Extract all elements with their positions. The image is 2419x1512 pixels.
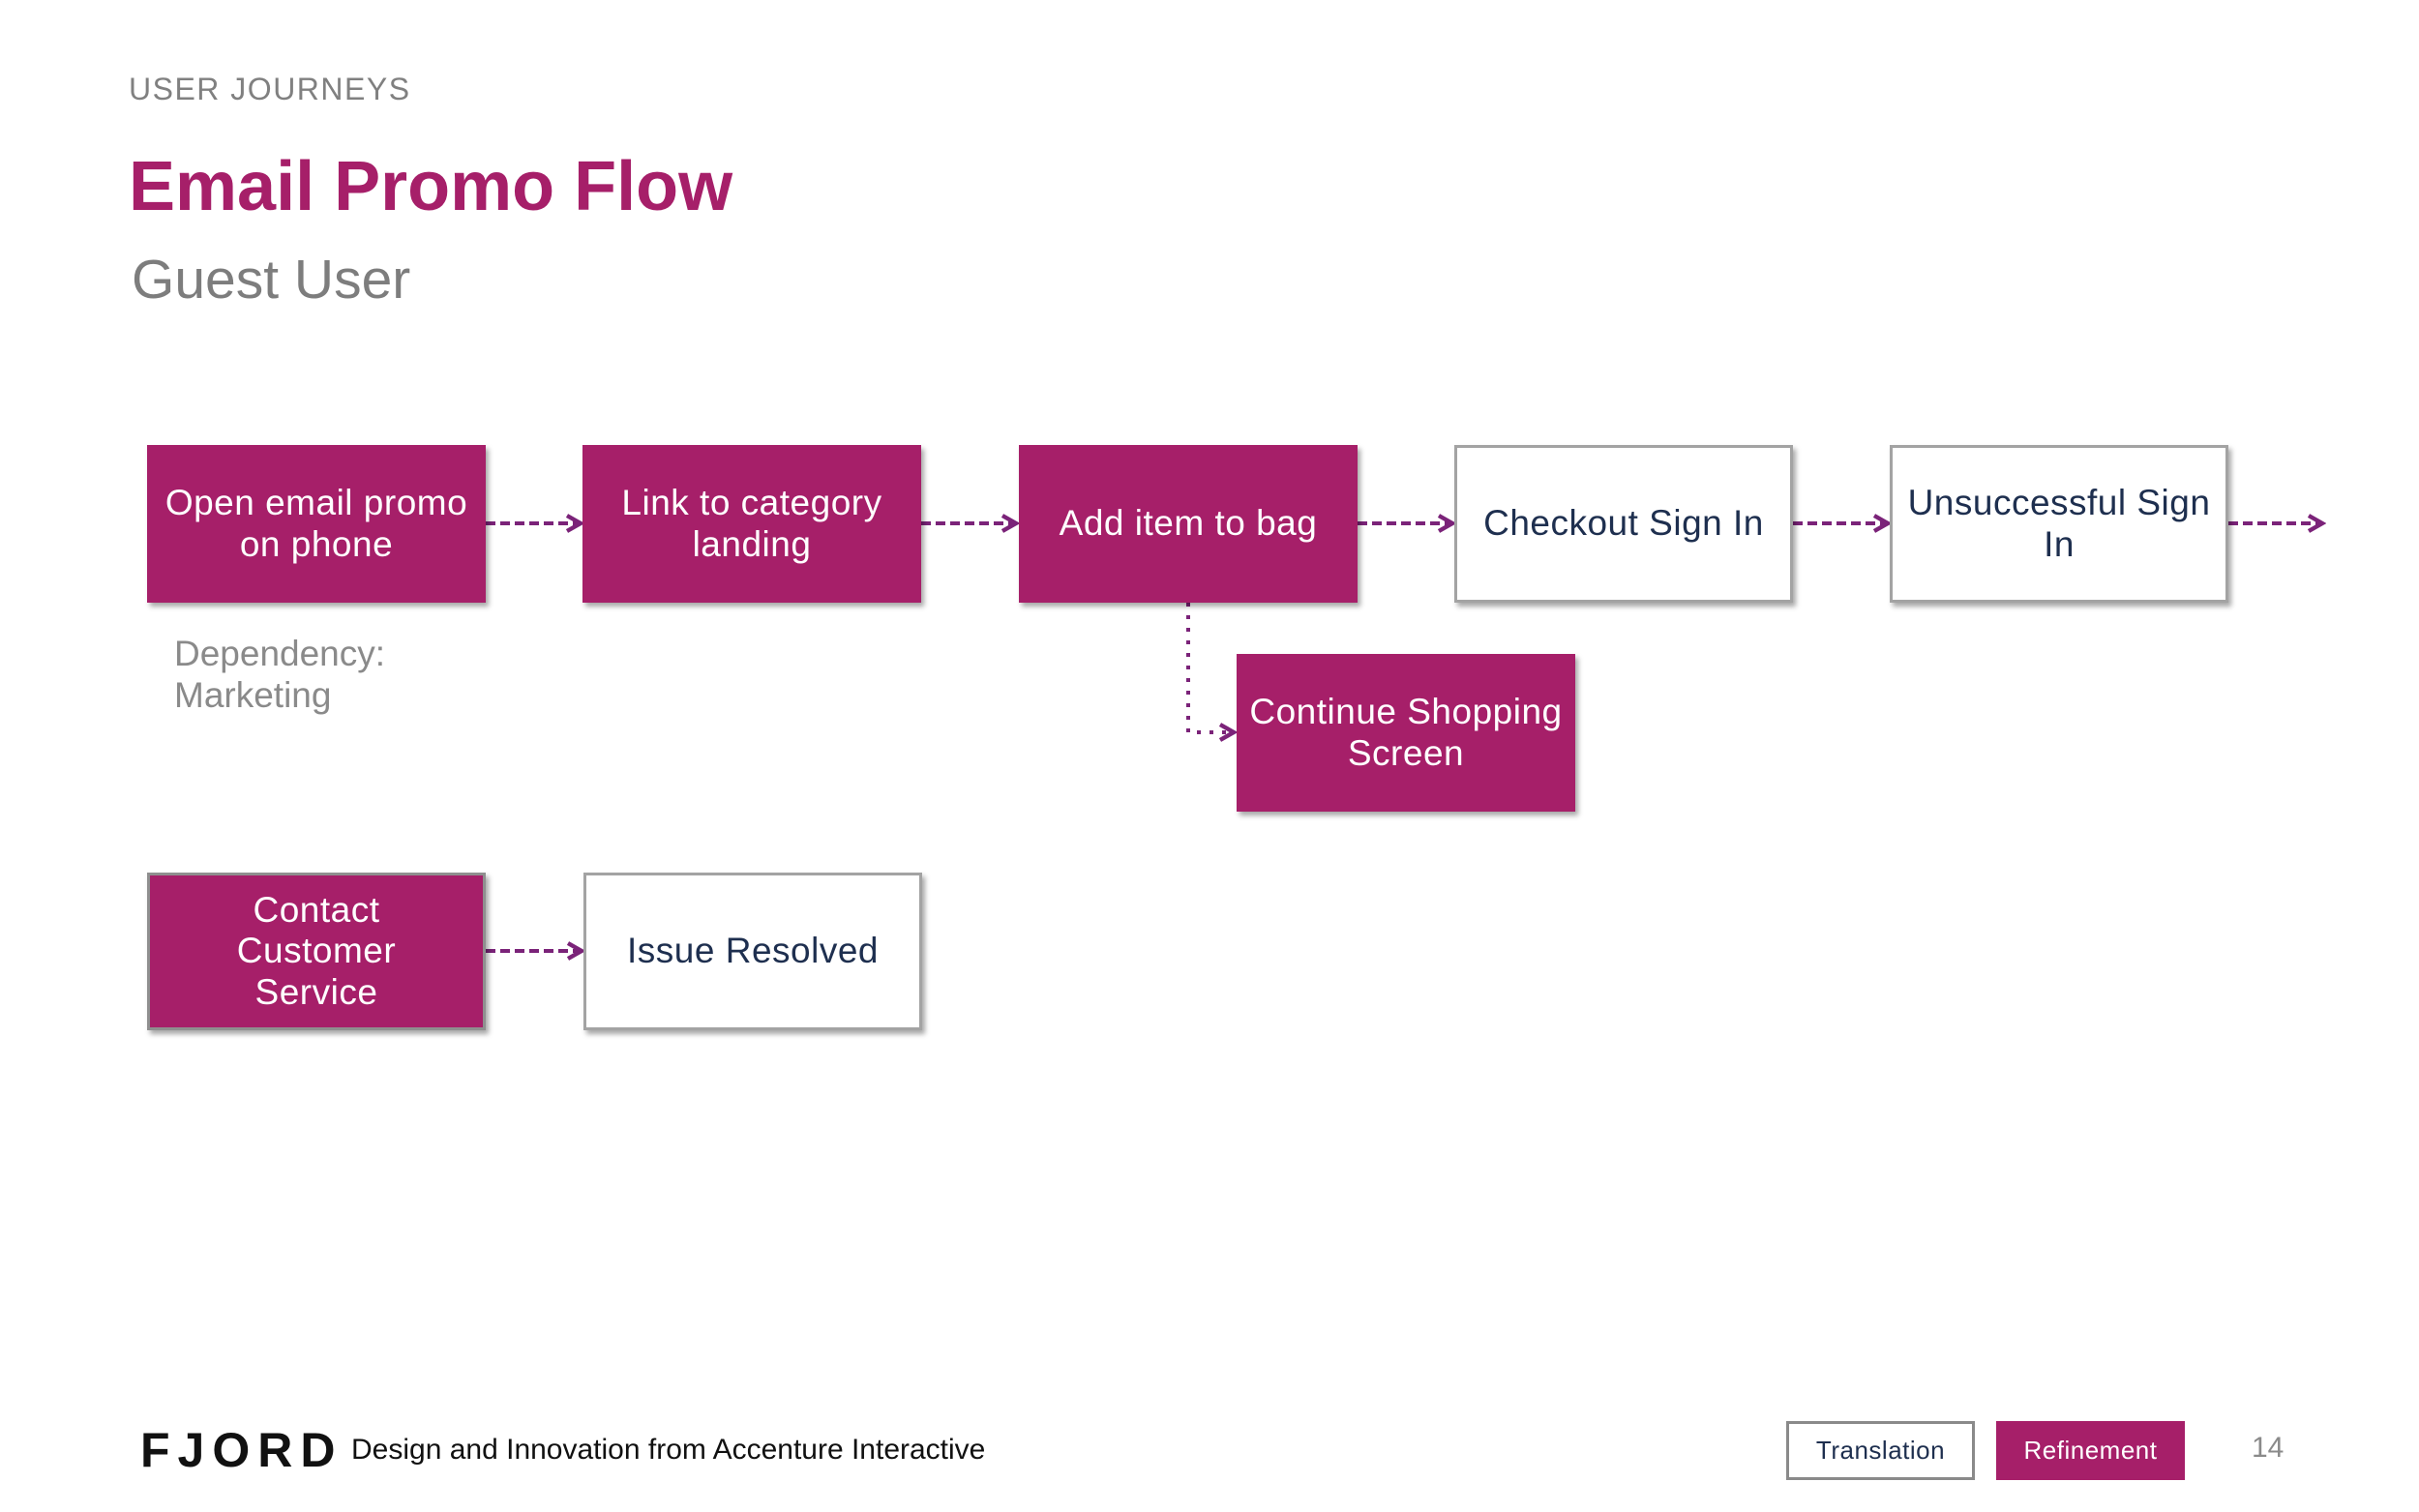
- dependency-note: Dependency: Marketing: [174, 634, 386, 715]
- fjord-logo: FJORD: [140, 1423, 343, 1477]
- node-label: Checkout Sign In: [1483, 503, 1764, 544]
- node-label: Add item to bag: [1059, 503, 1318, 544]
- page-number: 14: [2252, 1432, 2285, 1464]
- page-title: Email Promo Flow: [129, 148, 733, 225]
- node-continue-shopping: Continue Shopping Screen: [1237, 654, 1575, 812]
- node-label: Issue Resolved: [627, 931, 879, 971]
- footer-tagline: Design and Innovation from Accenture Int…: [351, 1434, 986, 1466]
- node-label: Unsuccessful Sign In: [1907, 482, 2211, 564]
- page-subtitle: Guest User: [132, 249, 411, 311]
- node-checkout-sign-in: Checkout Sign In: [1454, 445, 1793, 603]
- connector-add-to-continue: [1186, 603, 1234, 732]
- node-label: Continue Shopping Screen: [1249, 691, 1563, 773]
- node-label: Link to category landing: [621, 482, 882, 564]
- node-unsuccessful-sign-in: Unsuccessful Sign In: [1890, 445, 2228, 603]
- section-eyebrow: USER JOURNEYS: [129, 72, 411, 106]
- tag-translation: Translation: [1786, 1421, 1975, 1480]
- node-add-item: Add item to bag: [1019, 445, 1358, 603]
- node-label: Open email promo on phone: [164, 482, 468, 564]
- tag-refinement: Refinement: [1996, 1421, 2185, 1480]
- node-issue-resolved: Issue Resolved: [583, 873, 922, 1030]
- node-link-category: Link to category landing: [582, 445, 921, 603]
- node-contact-customer-service: Contact Customer Service: [147, 873, 486, 1030]
- node-open-email: Open email promo on phone: [147, 445, 486, 603]
- node-label: Contact Customer Service: [236, 889, 397, 1012]
